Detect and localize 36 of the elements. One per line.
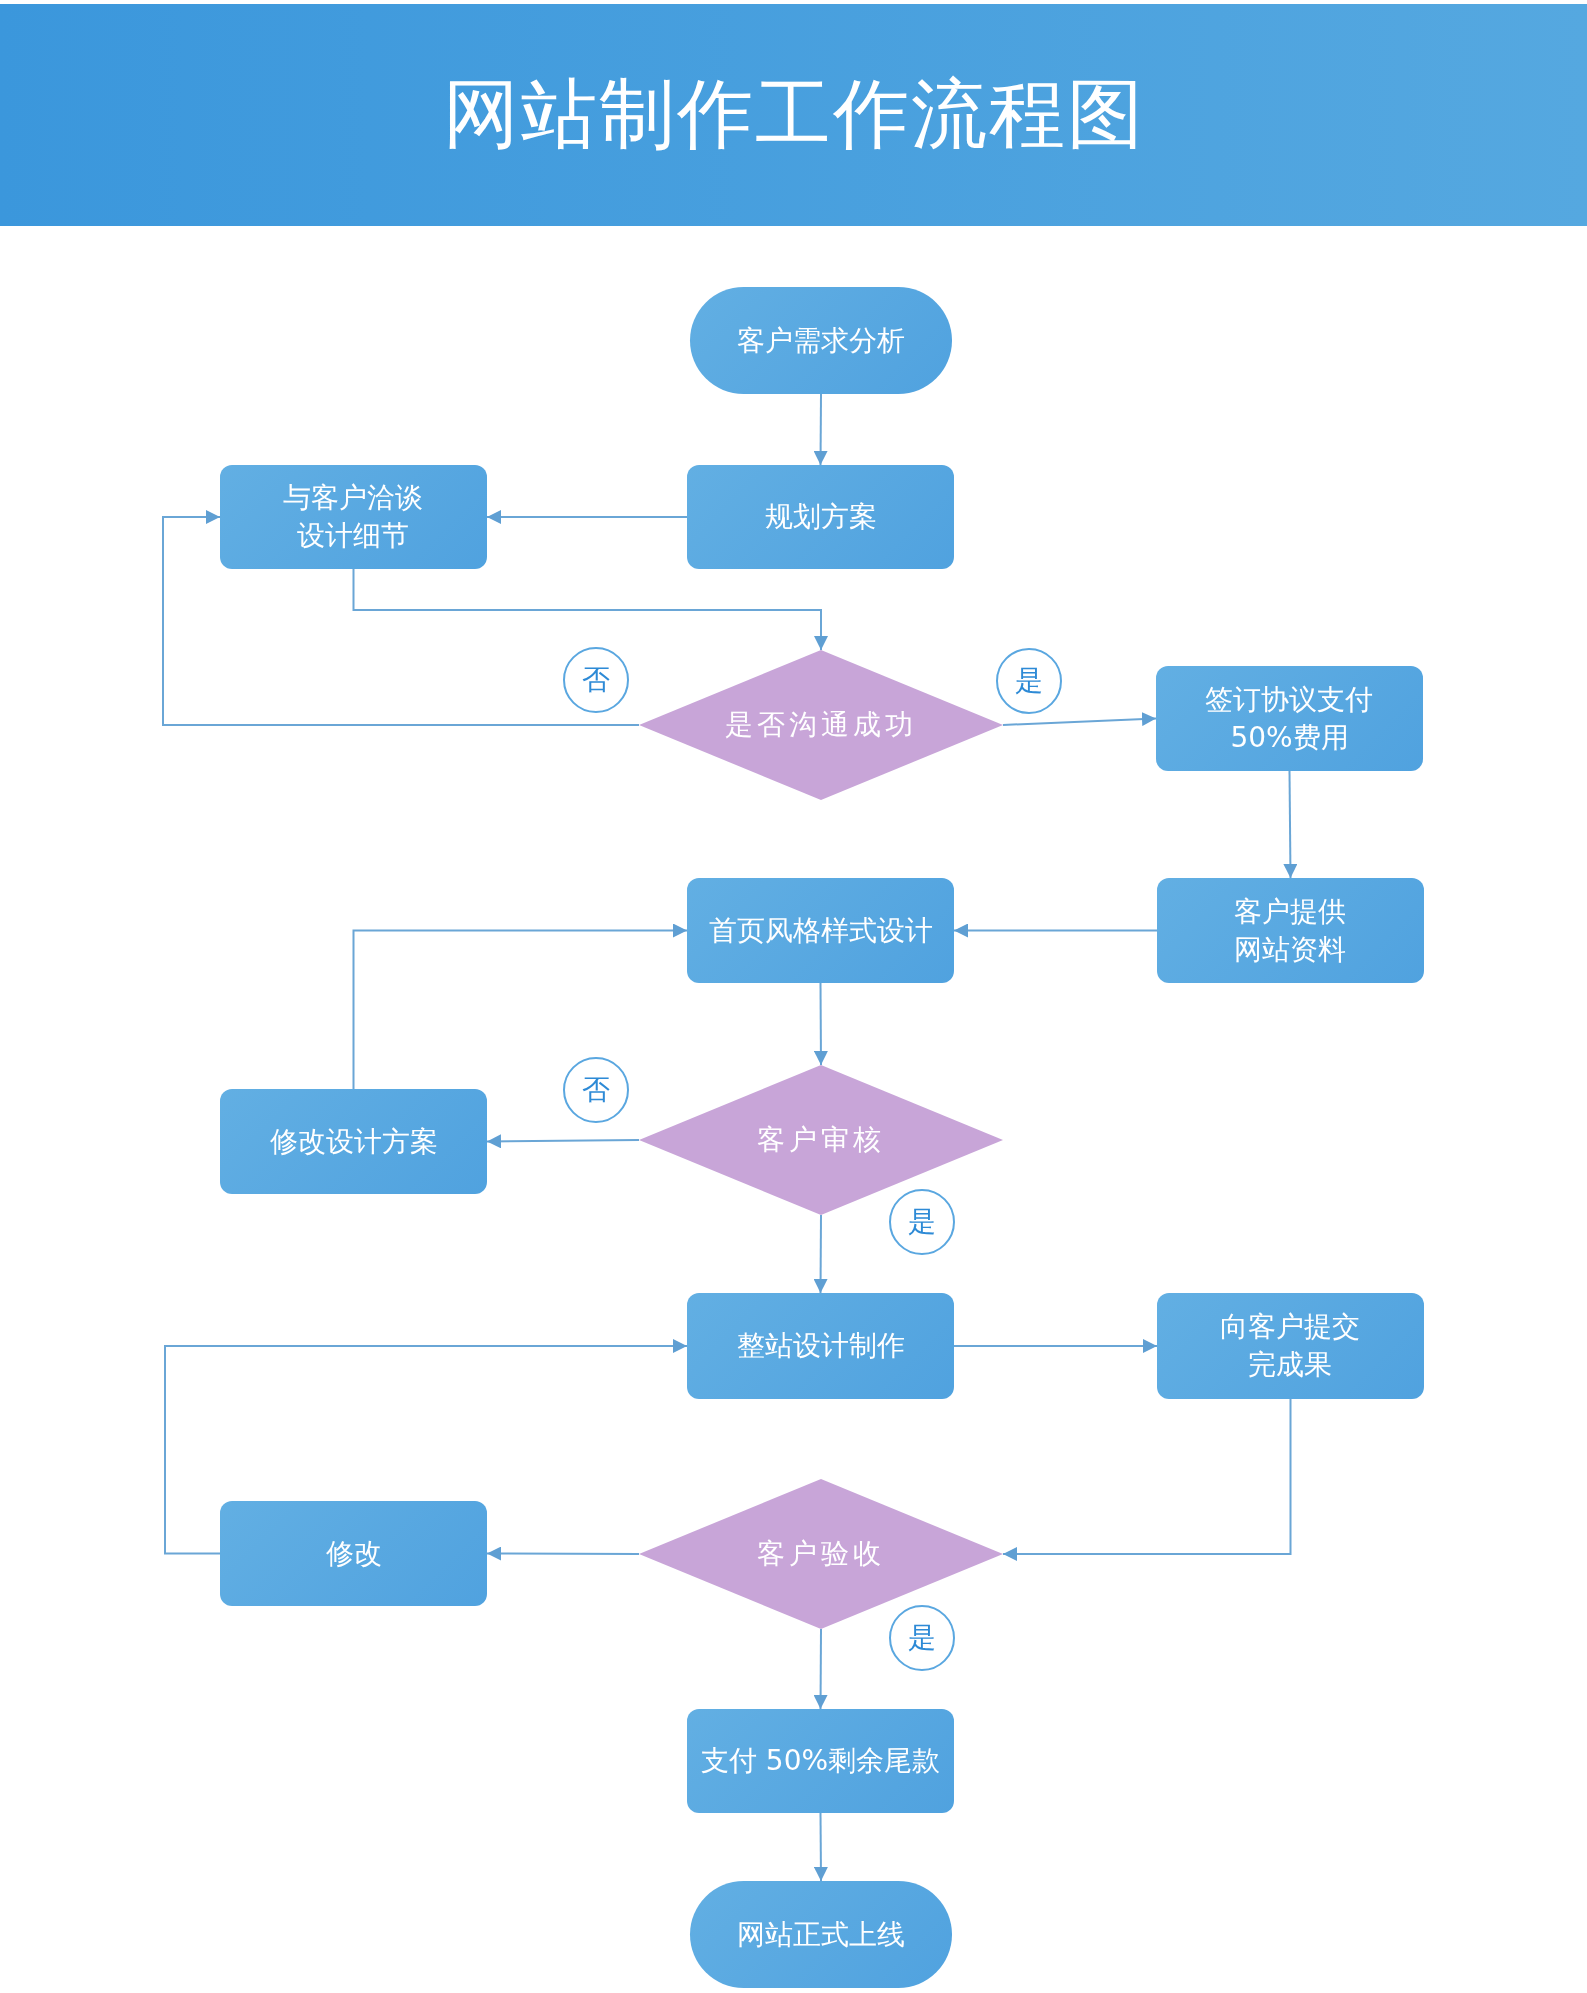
arrow (486, 1134, 640, 1149)
arrow (162, 510, 640, 726)
edge-label: 是 (889, 1605, 955, 1671)
process-box: 支付 50%剩余尾款 (687, 1709, 954, 1813)
process-box: 与客户洽谈设计细节 (220, 465, 487, 569)
arrow (352, 923, 688, 1090)
arrow (953, 1339, 1158, 1353)
process-box: 规划方案 (687, 465, 954, 569)
arrow (1002, 712, 1157, 727)
process-box: 修改设计方案 (220, 1089, 487, 1194)
edge-label: 否 (563, 647, 629, 713)
arrow (813, 1628, 828, 1710)
arrow (813, 393, 828, 466)
arrow (164, 1339, 688, 1555)
arrow (1283, 770, 1298, 879)
process-box: 客户提供网站资料 (1157, 878, 1424, 983)
arrow (1002, 1398, 1292, 1561)
edge-label: 是 (996, 648, 1062, 714)
arrow (486, 510, 688, 524)
terminal-box: 客户需求分析 (690, 287, 952, 394)
process-box: 首页风格样式设计 (687, 878, 954, 983)
process-box: 向客户提交完成果 (1157, 1293, 1424, 1399)
arrow (352, 568, 828, 651)
process-box: 修改 (220, 1501, 487, 1606)
arrow (486, 1546, 640, 1561)
edge-label: 否 (563, 1057, 629, 1123)
arrow (953, 923, 1158, 938)
arrow (813, 982, 828, 1066)
title-banner: 网站制作工作流程图 (0, 4, 1587, 226)
process-box: 签订协议支付50%费用 (1156, 666, 1423, 771)
arrow (813, 1812, 828, 1882)
edge-label: 是 (889, 1189, 955, 1255)
process-box: 整站设计制作 (687, 1293, 954, 1399)
arrow (813, 1214, 828, 1294)
terminal-box: 网站正式上线 (690, 1881, 952, 1988)
decision-diamond: 是否沟通成功 (639, 650, 1003, 800)
